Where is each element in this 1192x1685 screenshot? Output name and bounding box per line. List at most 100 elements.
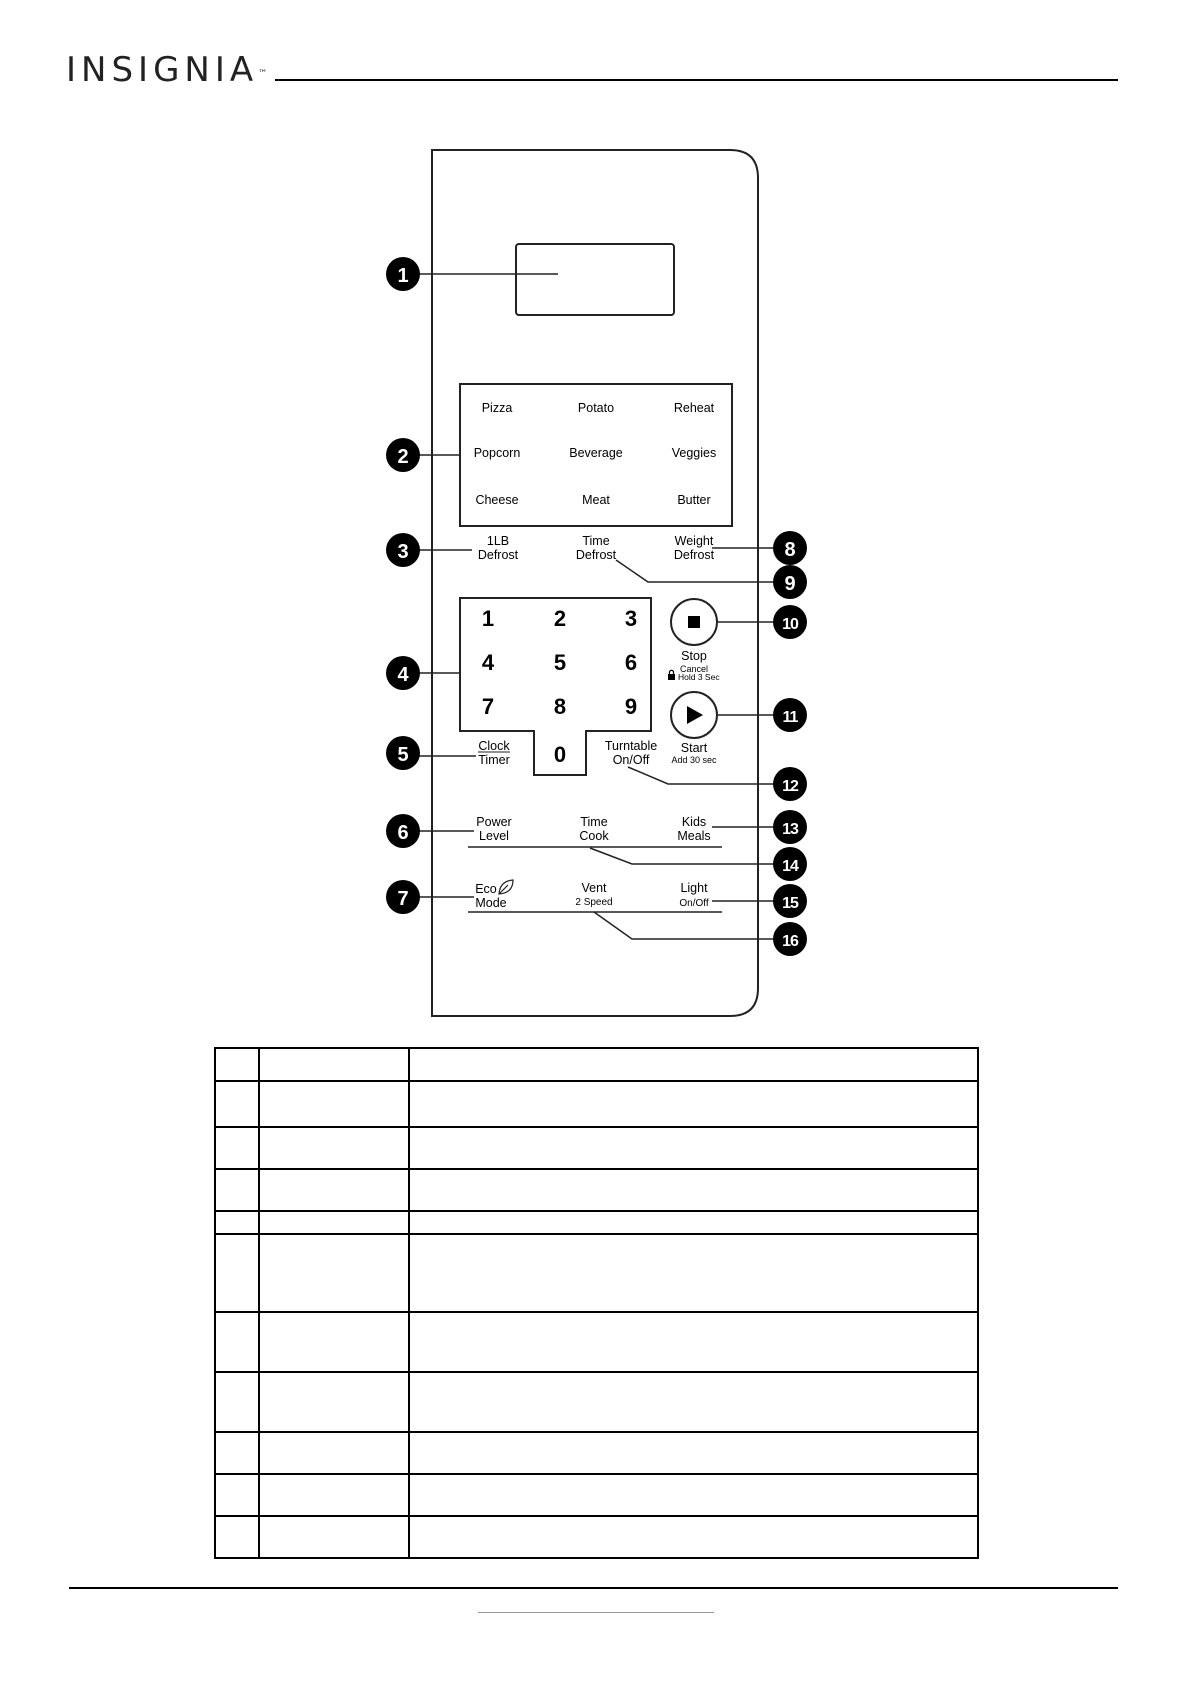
light-label[interactable]: Light	[680, 881, 708, 895]
table-row	[214, 1210, 979, 1235]
table-row	[214, 1515, 979, 1559]
callout-15: 15	[773, 884, 807, 918]
preset-butter[interactable]: Butter	[677, 493, 710, 507]
callout-16: 16	[773, 922, 807, 956]
header-rule	[275, 79, 1118, 81]
table-row	[214, 1126, 979, 1170]
light-onoff-label[interactable]: On/Off	[679, 898, 708, 909]
callout-14: 14	[773, 847, 807, 881]
weight-defrost-label-2[interactable]: Defrost	[674, 548, 715, 562]
leader-16	[593, 911, 775, 940]
stop-button[interactable]	[670, 598, 718, 646]
time-defrost-label-1[interactable]: Time	[582, 534, 609, 548]
leader-14	[589, 847, 775, 865]
play-icon	[687, 706, 703, 724]
svg-text:3: 3	[397, 541, 408, 563]
key-8[interactable]: 8	[554, 694, 566, 719]
time-defrost-label-2[interactable]: Defrost	[576, 548, 617, 562]
svg-text:16: 16	[782, 933, 799, 950]
time-cook-label-1[interactable]: Time	[580, 815, 607, 829]
footer-short-rule	[478, 1612, 714, 1613]
svg-text:1: 1	[397, 265, 408, 287]
stop-icon	[688, 616, 700, 628]
callout-7: 7	[386, 880, 420, 914]
start-label: Start	[681, 741, 708, 755]
turntable-onoff-label[interactable]: On/Off	[613, 753, 650, 767]
control-panel-diagram: Pizza Potato Reheat Popcorn Beverage Veg…	[386, 149, 807, 1017]
preset-pizza[interactable]: Pizza	[482, 401, 513, 415]
table-row	[214, 1431, 979, 1475]
keypad-digits: 1 2 3 4 5 6 7 8 9 0	[482, 606, 637, 767]
callout-6: 6	[386, 814, 420, 848]
table-row	[214, 1047, 979, 1082]
table-row	[214, 1311, 979, 1373]
callout-1: 1	[386, 257, 420, 291]
table-row	[214, 1233, 979, 1313]
key-0[interactable]: 0	[554, 742, 566, 767]
callout-4: 4	[386, 656, 420, 690]
turntable-label[interactable]: Turntable	[605, 739, 657, 753]
weight-defrost-label-1[interactable]: Weight	[675, 534, 714, 548]
callout-11: 11	[773, 698, 807, 732]
feature-table	[214, 1047, 979, 1559]
table-row	[214, 1371, 979, 1433]
key-7[interactable]: 7	[482, 694, 494, 719]
lock-icon	[668, 669, 675, 680]
lb-defrost-label-2[interactable]: Defrost	[478, 548, 519, 562]
eco-label[interactable]: Eco	[475, 882, 497, 896]
svg-text:4: 4	[397, 664, 409, 686]
leader-lines	[418, 273, 775, 940]
callout-10: 10	[773, 605, 807, 639]
eco-vent-light-labels: Eco Mode Vent 2 Speed Light On/Off	[475, 881, 709, 910]
lb-defrost-label-1[interactable]: 1LB	[487, 534, 509, 548]
key-2[interactable]: 2	[554, 606, 566, 631]
callout-12: 12	[773, 767, 807, 801]
stop-label: Stop	[681, 649, 707, 663]
vent-label[interactable]: Vent	[581, 881, 607, 895]
preset-cheese[interactable]: Cheese	[475, 493, 518, 507]
leader-9	[615, 559, 775, 583]
meals-label[interactable]: Meals	[677, 829, 710, 843]
preset-beverage[interactable]: Beverage	[569, 446, 623, 460]
leader-12	[627, 766, 775, 785]
preset-potato[interactable]: Potato	[578, 401, 614, 415]
callout-13: 13	[773, 810, 807, 844]
svg-text:11: 11	[783, 709, 799, 726]
key-9[interactable]: 9	[625, 694, 637, 719]
footer-rule	[69, 1587, 1118, 1589]
preset-meat[interactable]: Meat	[582, 493, 610, 507]
vent-speed-label[interactable]: 2 Speed	[575, 897, 612, 908]
mode-label[interactable]: Mode	[475, 896, 506, 910]
stop-sub-cancel: Cancel	[680, 664, 708, 674]
time-cook-label-2[interactable]: Cook	[579, 829, 609, 843]
key-5[interactable]: 5	[554, 650, 566, 675]
preset-popcorn[interactable]: Popcorn	[474, 446, 521, 460]
table-row	[214, 1080, 979, 1128]
key-6[interactable]: 6	[625, 650, 637, 675]
stop-sub-hold: Hold 3 Sec	[678, 672, 720, 682]
power-label[interactable]: Power	[476, 815, 511, 829]
level-label[interactable]: Level	[479, 829, 509, 843]
svg-text:8: 8	[784, 539, 795, 561]
preset-reheat[interactable]: Reheat	[674, 401, 715, 415]
callouts: 1 2 3 4 5 6 7 8 9 10 11 12 13 14 15 16	[386, 257, 807, 956]
clock-label[interactable]: Clock	[478, 739, 510, 753]
svg-text:10: 10	[782, 616, 799, 633]
svg-text:2: 2	[397, 446, 408, 468]
key-4[interactable]: 4	[482, 650, 495, 675]
callout-5: 5	[386, 736, 420, 770]
preset-labels: Pizza Potato Reheat Popcorn Beverage Veg…	[474, 401, 717, 507]
svg-text:5: 5	[397, 744, 408, 766]
clock-turntable-labels: Clock Timer Turntable On/Off	[478, 739, 657, 767]
start-button[interactable]	[670, 691, 718, 739]
preset-veggies[interactable]: Veggies	[672, 446, 716, 460]
brand-logo: INSIGNIA™	[66, 50, 267, 90]
timer-label[interactable]: Timer	[478, 753, 509, 767]
trademark-mark: ™	[258, 69, 268, 79]
key-1[interactable]: 1	[482, 606, 494, 631]
svg-text:14: 14	[782, 858, 799, 875]
display-window	[515, 243, 675, 316]
key-3[interactable]: 3	[625, 606, 637, 631]
table-row	[214, 1473, 979, 1517]
kids-label[interactable]: Kids	[682, 815, 706, 829]
